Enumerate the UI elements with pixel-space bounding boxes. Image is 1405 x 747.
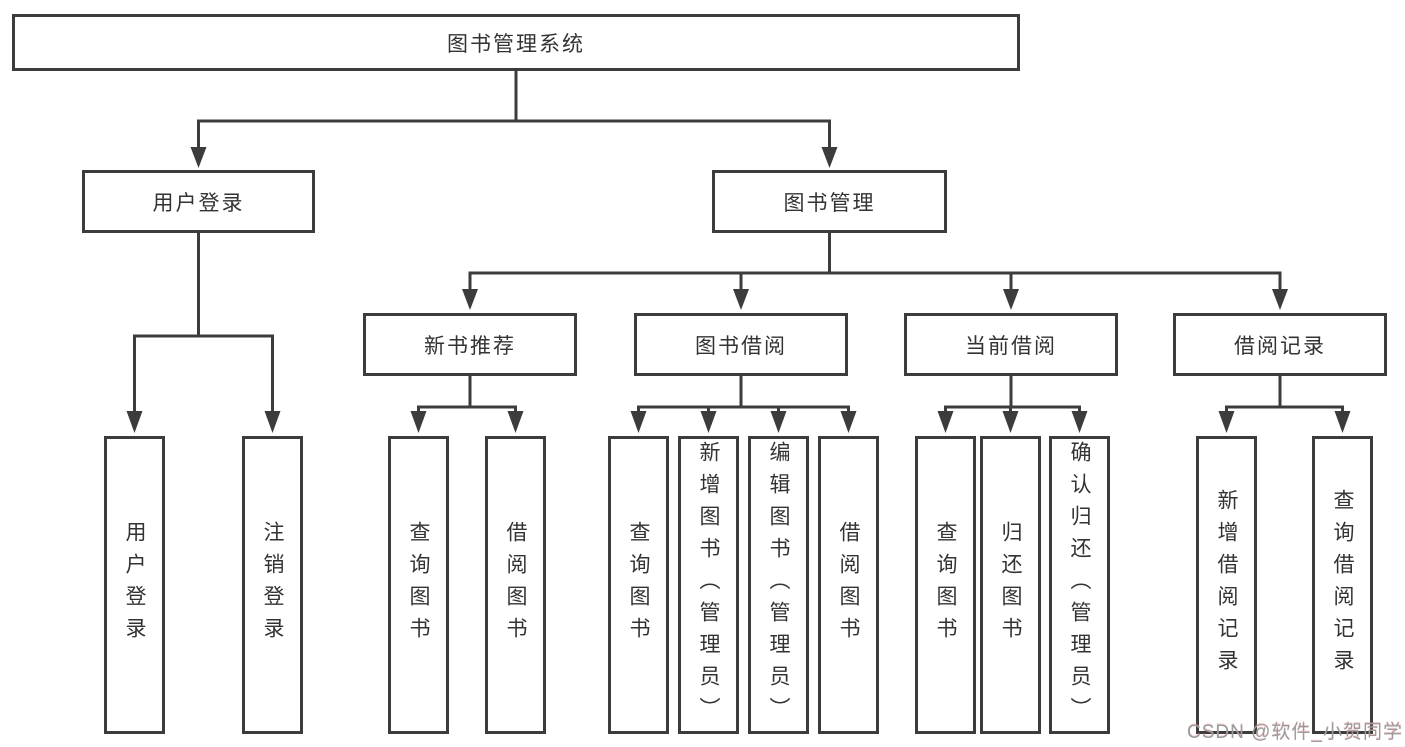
leaf-br-add-record-label: 新增借阅记录 bbox=[1215, 489, 1238, 681]
node-book-management-label: 图书管理 bbox=[783, 191, 876, 215]
leaf-bb-borrow-books: 借阅图书 bbox=[818, 436, 879, 734]
leaf-bb-borrow-books-label: 借阅图书 bbox=[837, 521, 860, 649]
node-book-management: 图书管理 bbox=[712, 170, 947, 233]
node-book-borrow-label: 图书借阅 bbox=[695, 334, 787, 358]
leaf-br-add-record: 新增借阅记录 bbox=[1196, 436, 1257, 734]
leaf-bb-query-books: 查询图书 bbox=[608, 436, 669, 734]
leaf-br-query-record: 查询借阅记录 bbox=[1312, 436, 1373, 734]
leaf-br-query-record-label: 查询借阅记录 bbox=[1331, 489, 1354, 681]
leaf-cb-return-books: 归还图书 bbox=[980, 436, 1041, 734]
leaf-user-login-label: 用户登录 bbox=[123, 521, 146, 649]
leaf-nb-borrow-books-label: 借阅图书 bbox=[504, 521, 527, 649]
leaf-bb-add-books-admin-label: 新增图书（管理员） bbox=[697, 441, 720, 729]
leaf-bb-query-books-label: 查询图书 bbox=[627, 521, 650, 649]
node-root-label: 图书管理系统 bbox=[447, 32, 585, 56]
leaf-cb-return-books-label: 归还图书 bbox=[999, 521, 1022, 649]
leaf-nb-query-books-label: 查询图书 bbox=[407, 521, 430, 649]
node-new-book-recommend: 新书推荐 bbox=[363, 313, 577, 376]
leaf-cb-query-books: 查询图书 bbox=[915, 436, 976, 734]
leaf-nb-query-books: 查询图书 bbox=[388, 436, 449, 734]
node-user-login-label: 用户登录 bbox=[152, 191, 245, 215]
leaf-bb-edit-books-admin-label: 编辑图书（管理员） bbox=[767, 441, 790, 729]
node-borrow-records: 借阅记录 bbox=[1173, 313, 1387, 376]
leaf-bb-edit-books-admin: 编辑图书（管理员） bbox=[748, 436, 809, 734]
node-user-login: 用户登录 bbox=[82, 170, 315, 233]
leaf-user-login: 用户登录 bbox=[104, 436, 165, 734]
node-borrow-records-label: 借阅记录 bbox=[1234, 334, 1326, 358]
leaf-cb-confirm-return-admin: 确认归还（管理员） bbox=[1049, 436, 1110, 734]
node-current-borrow-label: 当前借阅 bbox=[965, 334, 1057, 358]
node-root: 图书管理系统 bbox=[12, 14, 1020, 71]
leaf-nb-borrow-books: 借阅图书 bbox=[485, 436, 546, 734]
leaf-logout: 注销登录 bbox=[242, 436, 303, 734]
node-new-book-recommend-label: 新书推荐 bbox=[424, 334, 516, 358]
leaf-cb-query-books-label: 查询图书 bbox=[934, 521, 957, 649]
node-current-borrow: 当前借阅 bbox=[904, 313, 1118, 376]
node-book-borrow: 图书借阅 bbox=[634, 313, 848, 376]
leaf-cb-confirm-return-admin-label: 确认归还（管理员） bbox=[1068, 441, 1091, 729]
leaf-bb-add-books-admin: 新增图书（管理员） bbox=[678, 436, 739, 734]
leaf-logout-label: 注销登录 bbox=[261, 521, 284, 649]
watermark: CSDN @软件_小贺同学 bbox=[1187, 722, 1403, 743]
